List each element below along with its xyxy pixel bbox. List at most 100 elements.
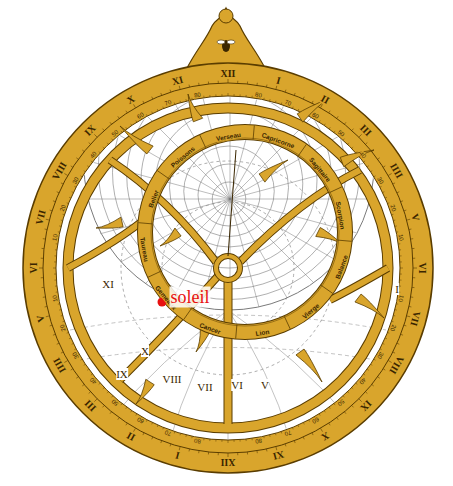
almucantar bbox=[184, 146, 275, 237]
degree-tick bbox=[392, 321, 394, 323]
hour-tick bbox=[401, 200, 403, 202]
degree-tick bbox=[400, 268, 403, 269]
hour-tick bbox=[378, 158, 380, 159]
hour-tick bbox=[189, 85, 191, 87]
azimuths bbox=[0, 0, 453, 459]
plate-hour-numeral: VI bbox=[231, 379, 243, 391]
almucantar bbox=[113, 56, 346, 289]
hour-tick bbox=[412, 248, 414, 249]
degree-tick bbox=[352, 147, 353, 148]
star-pointer bbox=[296, 349, 322, 382]
hour-tick bbox=[413, 258, 415, 259]
degree-tick bbox=[334, 131, 335, 133]
degree-tick bbox=[54, 255, 56, 256]
throne bbox=[186, 8, 266, 70]
hour-tick bbox=[43, 238, 45, 239]
sign-divider bbox=[148, 271, 161, 277]
label-holder: VI bbox=[231, 376, 243, 392]
hour-tick bbox=[247, 452, 248, 454]
plate-hour-numeral: XI bbox=[102, 278, 114, 290]
degree-tick bbox=[371, 364, 373, 365]
hour-tick bbox=[411, 238, 413, 239]
degree-number: 10 bbox=[397, 295, 404, 303]
sign-divider bbox=[298, 144, 306, 155]
hour-tick bbox=[397, 343, 399, 344]
degree-ring bbox=[43, 83, 413, 453]
azimuth-line bbox=[230, 0, 297, 199]
azimuth-line bbox=[230, 199, 453, 329]
degree-tick bbox=[395, 225, 397, 226]
hour-tick bbox=[179, 85, 180, 89]
degree-tick bbox=[55, 249, 57, 250]
zodiac-sign: Scorpion bbox=[335, 201, 347, 230]
degree-tick bbox=[107, 143, 108, 144]
sign-divider bbox=[200, 135, 206, 148]
sign-divider bbox=[338, 240, 352, 241]
degree-tick bbox=[364, 161, 366, 162]
hour-tick bbox=[365, 143, 367, 145]
hour-tick bbox=[64, 361, 67, 363]
degree-tick bbox=[74, 186, 76, 188]
zodiac-sign: Lion bbox=[255, 328, 270, 337]
plate-grid bbox=[0, 0, 453, 459]
degree-tick bbox=[343, 139, 344, 140]
hour-tick bbox=[208, 82, 209, 84]
ecliptic-outline bbox=[145, 132, 345, 332]
hour-tick bbox=[152, 437, 153, 439]
degree-tick bbox=[54, 261, 56, 262]
degree-number: 10 bbox=[52, 295, 59, 303]
degree-tick bbox=[275, 101, 277, 103]
hour-tick bbox=[170, 444, 172, 446]
hour-tick bbox=[266, 449, 268, 451]
hour-tick bbox=[50, 210, 52, 212]
hour-tick bbox=[312, 433, 313, 435]
hour-tick bbox=[413, 277, 415, 278]
hour-tick bbox=[285, 444, 287, 446]
star-pointer bbox=[96, 217, 123, 228]
degree-tick bbox=[269, 99, 270, 101]
degree-tick bbox=[59, 309, 61, 310]
degree-tick bbox=[80, 176, 82, 177]
hour-tick bbox=[42, 248, 44, 249]
plate-hour-numeral: X bbox=[141, 345, 149, 357]
hour-tick bbox=[393, 352, 395, 353]
degree-tick bbox=[221, 94, 222, 96]
plate-hour-numeral: VII bbox=[197, 381, 212, 393]
degree-tick bbox=[324, 124, 325, 126]
degree-tick bbox=[393, 220, 395, 222]
hour-tick bbox=[409, 229, 411, 231]
sign-divider bbox=[253, 125, 254, 139]
hour-tick bbox=[359, 134, 362, 137]
zodiac-sign: Taureau bbox=[138, 237, 149, 263]
azimuth-line bbox=[230, 0, 231, 199]
degree-tick bbox=[91, 374, 93, 375]
degree-tick bbox=[380, 186, 382, 188]
degree-tick bbox=[392, 214, 394, 216]
degree-tick bbox=[191, 436, 192, 438]
degree-tick bbox=[380, 348, 382, 350]
hour-numeral: VII bbox=[33, 209, 48, 226]
hour-tick bbox=[256, 83, 257, 85]
hour-tick bbox=[45, 219, 49, 220]
hour-tick bbox=[94, 134, 97, 137]
hour-tick bbox=[266, 85, 268, 87]
degree-tick bbox=[91, 161, 93, 162]
hour-tick bbox=[89, 143, 91, 145]
degree-tick bbox=[292, 427, 294, 429]
hour-numeral: VII bbox=[409, 310, 424, 327]
label-holder: VI bbox=[24, 262, 40, 273]
degree-tick bbox=[157, 425, 159, 427]
degree-tick bbox=[61, 220, 63, 222]
hour-tick bbox=[312, 101, 313, 103]
rete-rim-outline bbox=[68, 108, 388, 428]
hour-tick bbox=[237, 453, 238, 455]
degree-tick bbox=[334, 404, 335, 406]
sign-divider bbox=[321, 285, 332, 293]
degree-tick bbox=[400, 261, 402, 262]
rete-bar bbox=[225, 280, 232, 424]
hour-tick bbox=[383, 166, 385, 167]
label-holder: Lion bbox=[254, 321, 270, 339]
degree-tick bbox=[396, 231, 398, 232]
hour-tick bbox=[61, 352, 63, 353]
